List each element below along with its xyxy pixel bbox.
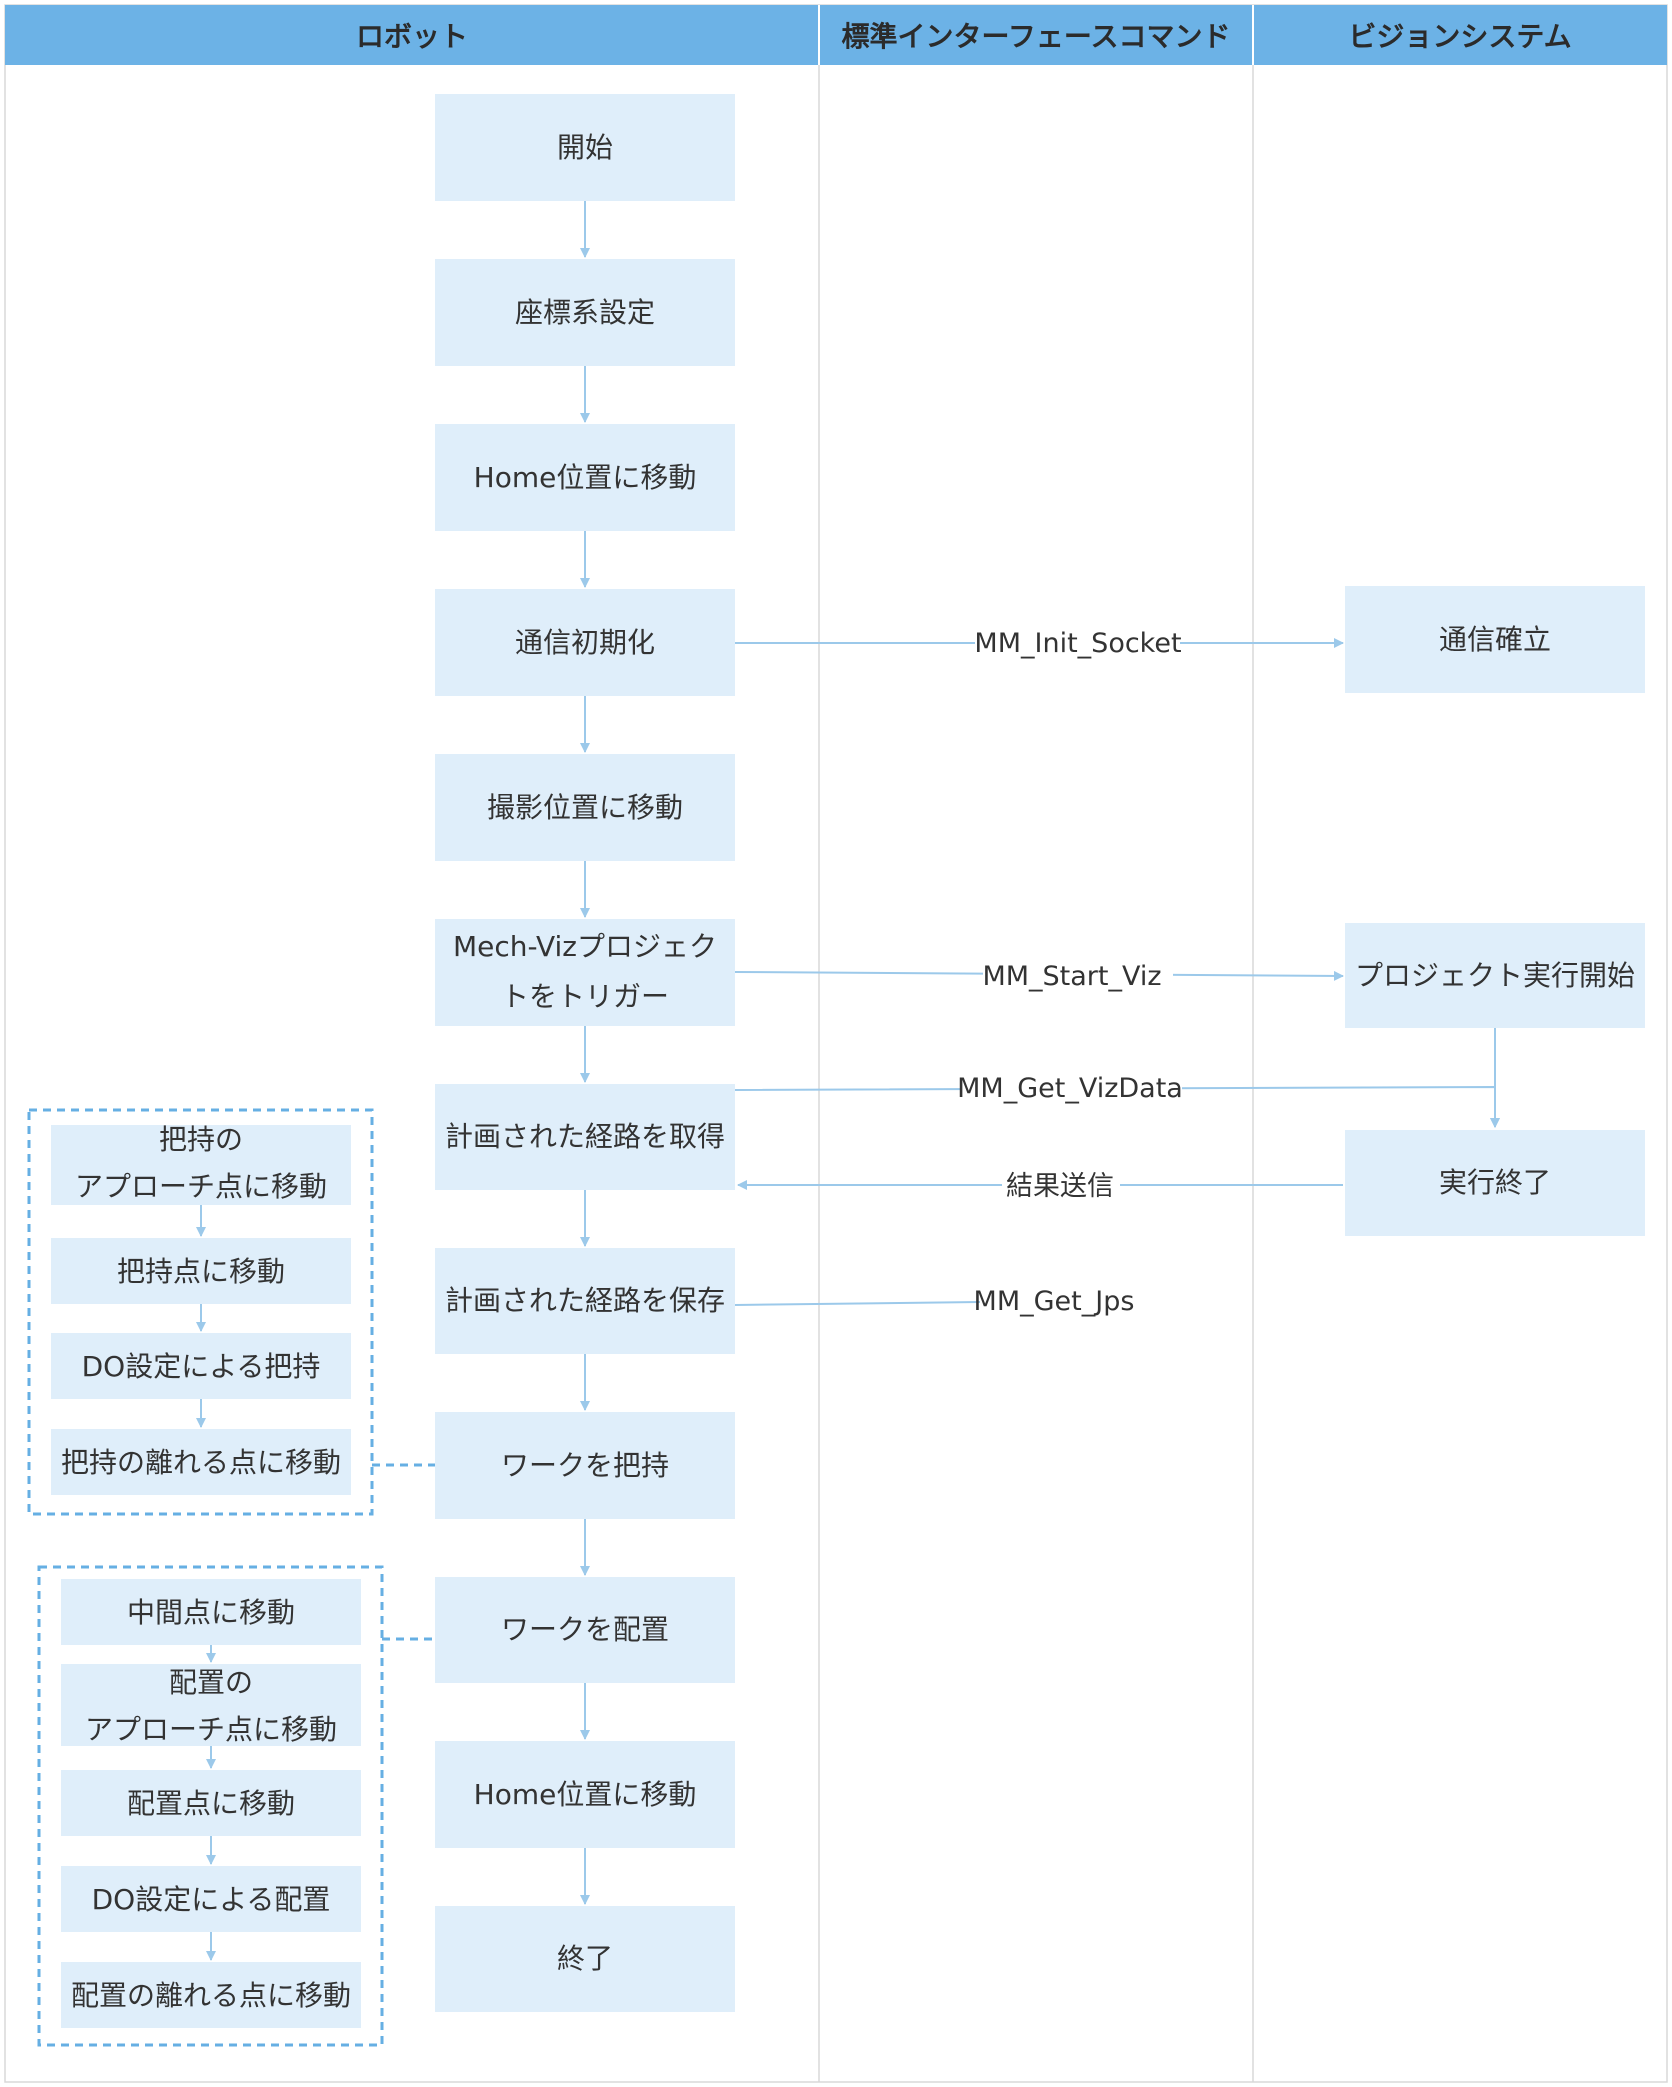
step-coordinate-setup <box>435 259 735 366</box>
place-depart-label: 配置の離れる点に移動 <box>71 1979 351 2012</box>
vision-project-start-label: プロジェクト実行開始 <box>1355 959 1635 992</box>
step-save-path-label: 計画された経路を保存 <box>445 1284 725 1317</box>
pick-do-setting <box>51 1333 351 1399</box>
step-end <box>435 1906 735 2012</box>
pick-depart <box>51 1429 351 1495</box>
pick-approach <box>51 1125 351 1205</box>
pick-approach-label-1: 把持の <box>159 1123 243 1156</box>
place-approach-label-1: 配置の <box>169 1666 253 1699</box>
step-get-path-label: 計画された経路を取得 <box>445 1120 725 1153</box>
place-move-point-label: 配置点に移動 <box>127 1787 295 1820</box>
vision-comm-established-label: 通信確立 <box>1439 623 1551 656</box>
cmd-get-vizdata: MM_Get_VizData <box>957 1073 1183 1104</box>
pick-depart-label: 把持の離れる点に移動 <box>61 1446 341 1479</box>
lane-vision: ビジョンシステム <box>1348 20 1571 53</box>
line-get-jps <box>734 1301 981 1306</box>
place-approach <box>61 1664 361 1746</box>
step-start-label: 開始 <box>557 131 613 164</box>
vision-comm-established <box>1345 586 1645 693</box>
lane-interface: 標準インターフェースコマンド <box>842 20 1231 53</box>
pick-subprocess-group <box>27 1108 374 1516</box>
vision-project-start <box>1345 923 1645 1028</box>
step-coordinate-setup-label: 座標系設定 <box>515 296 655 329</box>
cmd-bg-start-viz <box>983 955 1173 995</box>
place-do-setting <box>61 1866 361 1932</box>
pick-do-setting-label: DO設定による把持 <box>82 1350 321 1383</box>
cmd-get-jps: MM_Get_Jps <box>974 1286 1135 1317</box>
step-pick-label: ワークを把持 <box>501 1449 669 1482</box>
lane-robot: ロボット <box>356 20 468 53</box>
step-get-path <box>435 1084 735 1190</box>
step-home-1 <box>435 424 735 531</box>
pick-move-point <box>51 1238 351 1304</box>
step-place <box>435 1577 735 1683</box>
step-home-1-label: Home位置に移動 <box>474 461 697 494</box>
step-trigger-project-label-2: トをトリガー <box>501 980 669 1013</box>
place-via-point-label: 中間点に移動 <box>127 1596 295 1629</box>
place-approach-label-2: アプローチ点に移動 <box>85 1713 337 1746</box>
cmd-init-socket: MM_Init_Socket <box>974 628 1181 659</box>
step-comm-init <box>435 589 735 696</box>
lane-header-bar <box>5 5 1667 65</box>
step-save-path <box>435 1248 735 1354</box>
step-comm-init-label: 通信初期化 <box>515 626 655 659</box>
step-end-label: 終了 <box>557 1942 613 1975</box>
vision-done <box>1345 1130 1645 1236</box>
place-do-setting-label: DO設定による配置 <box>92 1883 331 1916</box>
pick-move-point-label: 把持点に移動 <box>117 1255 285 1288</box>
step-pick <box>435 1412 735 1519</box>
place-via-point <box>61 1579 361 1645</box>
step-trigger-project <box>435 919 735 1026</box>
cmd-bg-send-result <box>1002 1165 1120 1205</box>
step-trigger-project-label-1: Mech-Vizプロジェク <box>453 930 717 963</box>
step-capture-position-label: 撮影位置に移動 <box>487 791 683 824</box>
vision-done-label: 実行終了 <box>1439 1166 1551 1199</box>
step-home-2-label: Home位置に移動 <box>474 1778 697 1811</box>
cmd-send-result: 結果送信 <box>1006 1171 1114 1202</box>
cmd-bg-init-socket <box>975 623 1180 663</box>
step-home-2 <box>435 1741 735 1848</box>
step-place-label: ワークを配置 <box>501 1613 669 1646</box>
place-depart <box>61 1962 361 2028</box>
step-capture-position <box>435 754 735 861</box>
cmd-start-viz: MM_Start_Viz <box>982 961 1161 992</box>
place-subprocess-group <box>37 1565 384 2047</box>
step-start <box>435 94 735 201</box>
pick-approach-label-2: アプローチ点に移動 <box>75 1170 327 1203</box>
cmd-bg-get-vizdata <box>960 1068 1182 1108</box>
place-move-point <box>61 1770 361 1836</box>
